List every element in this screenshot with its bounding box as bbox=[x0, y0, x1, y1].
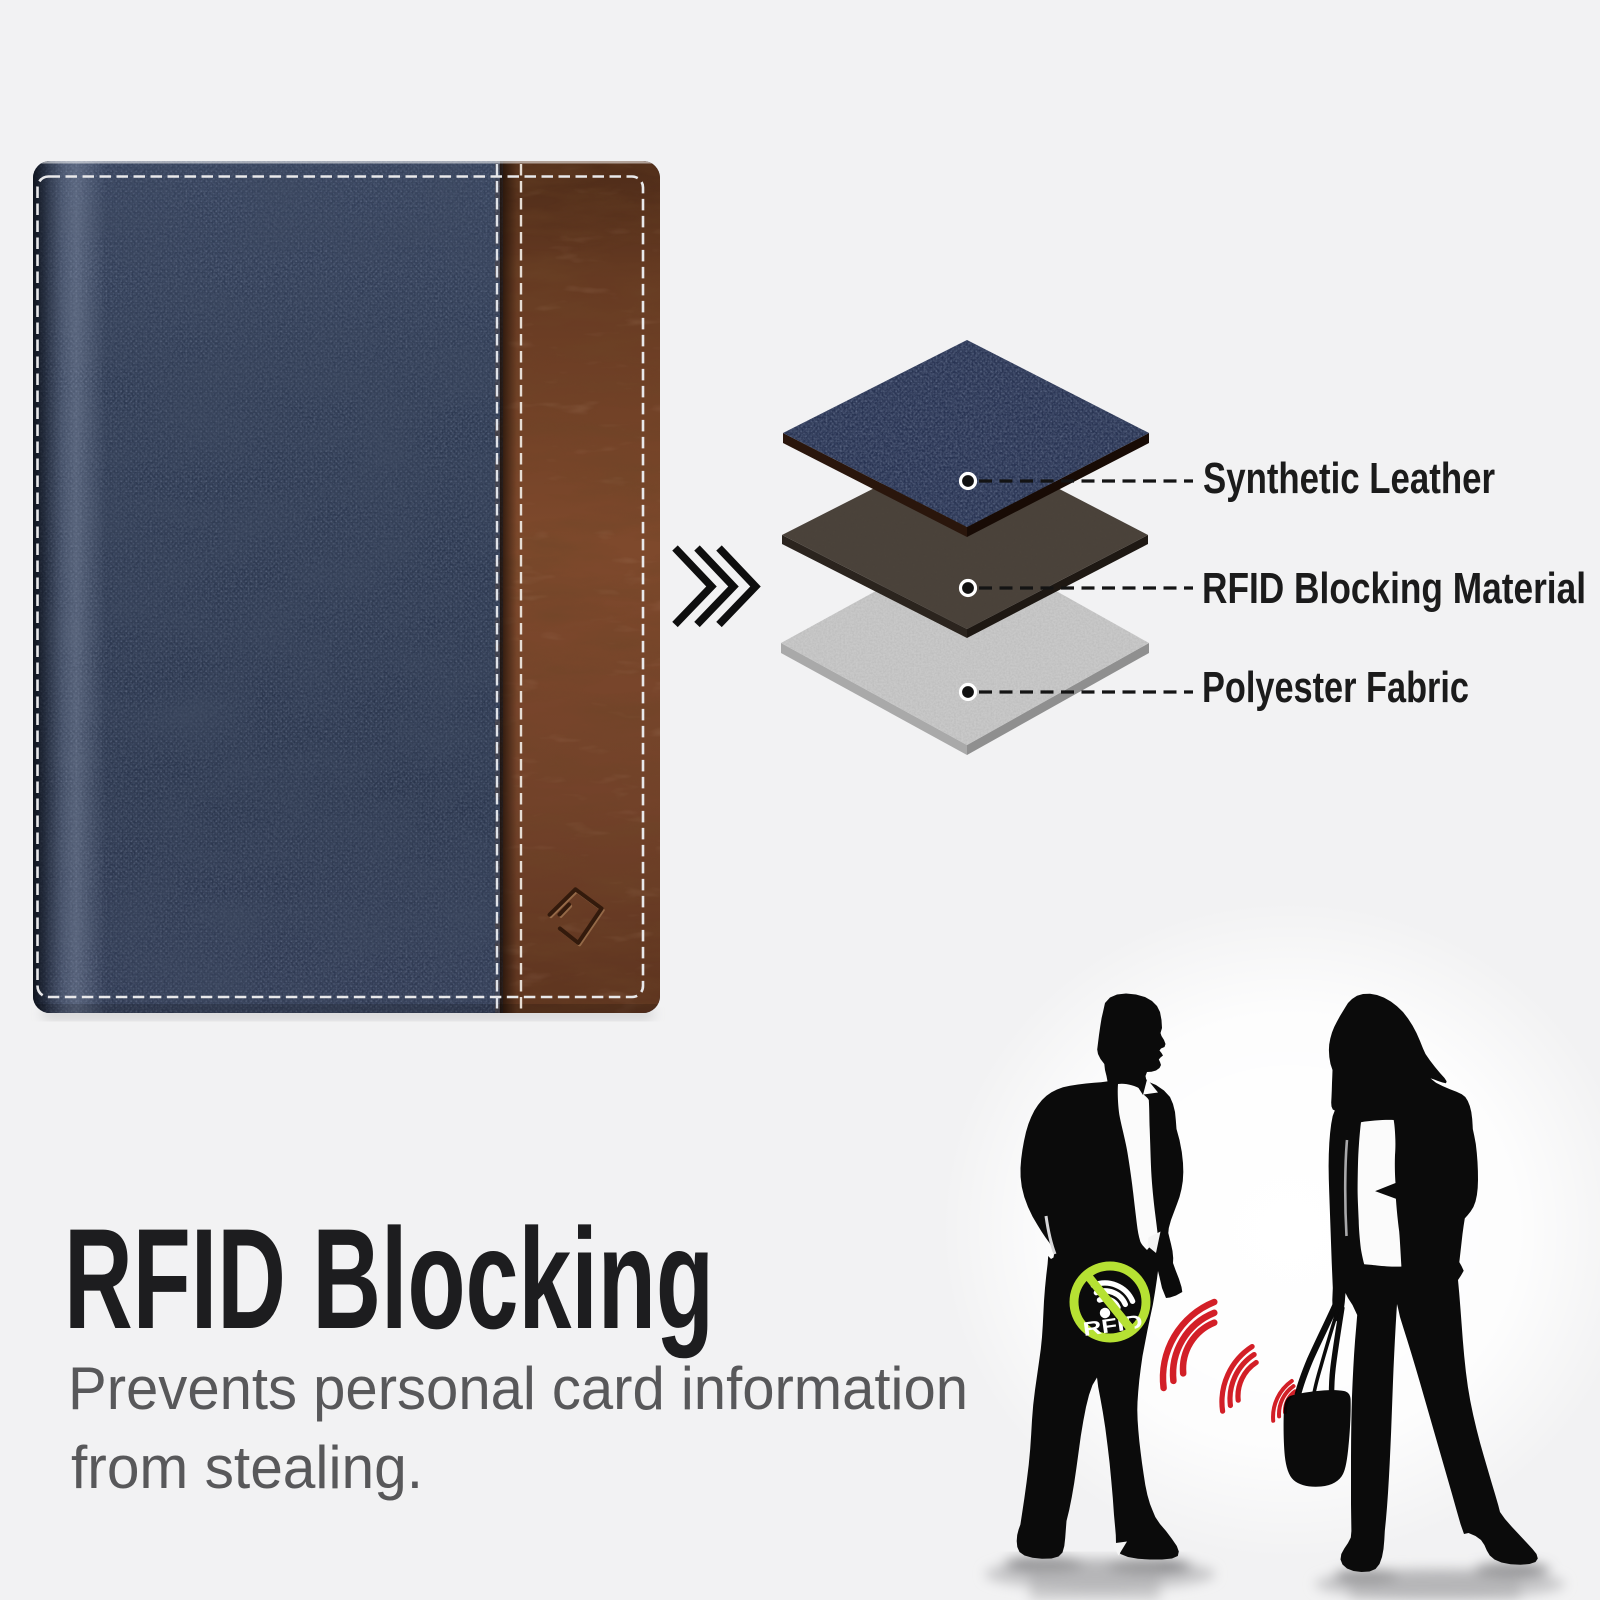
svg-text:Prevents personal card informa: Prevents personal card information bbox=[68, 1355, 968, 1422]
svg-text:RFID Blocking: RFID Blocking bbox=[64, 1200, 714, 1359]
svg-text:RFID Blocking Material: RFID Blocking Material bbox=[1202, 564, 1586, 613]
svg-text:Polyester Fabric: Polyester Fabric bbox=[1202, 663, 1469, 712]
svg-text:Synthetic Leather: Synthetic Leather bbox=[1203, 454, 1495, 503]
svg-text:from stealing.: from stealing. bbox=[71, 1434, 423, 1501]
